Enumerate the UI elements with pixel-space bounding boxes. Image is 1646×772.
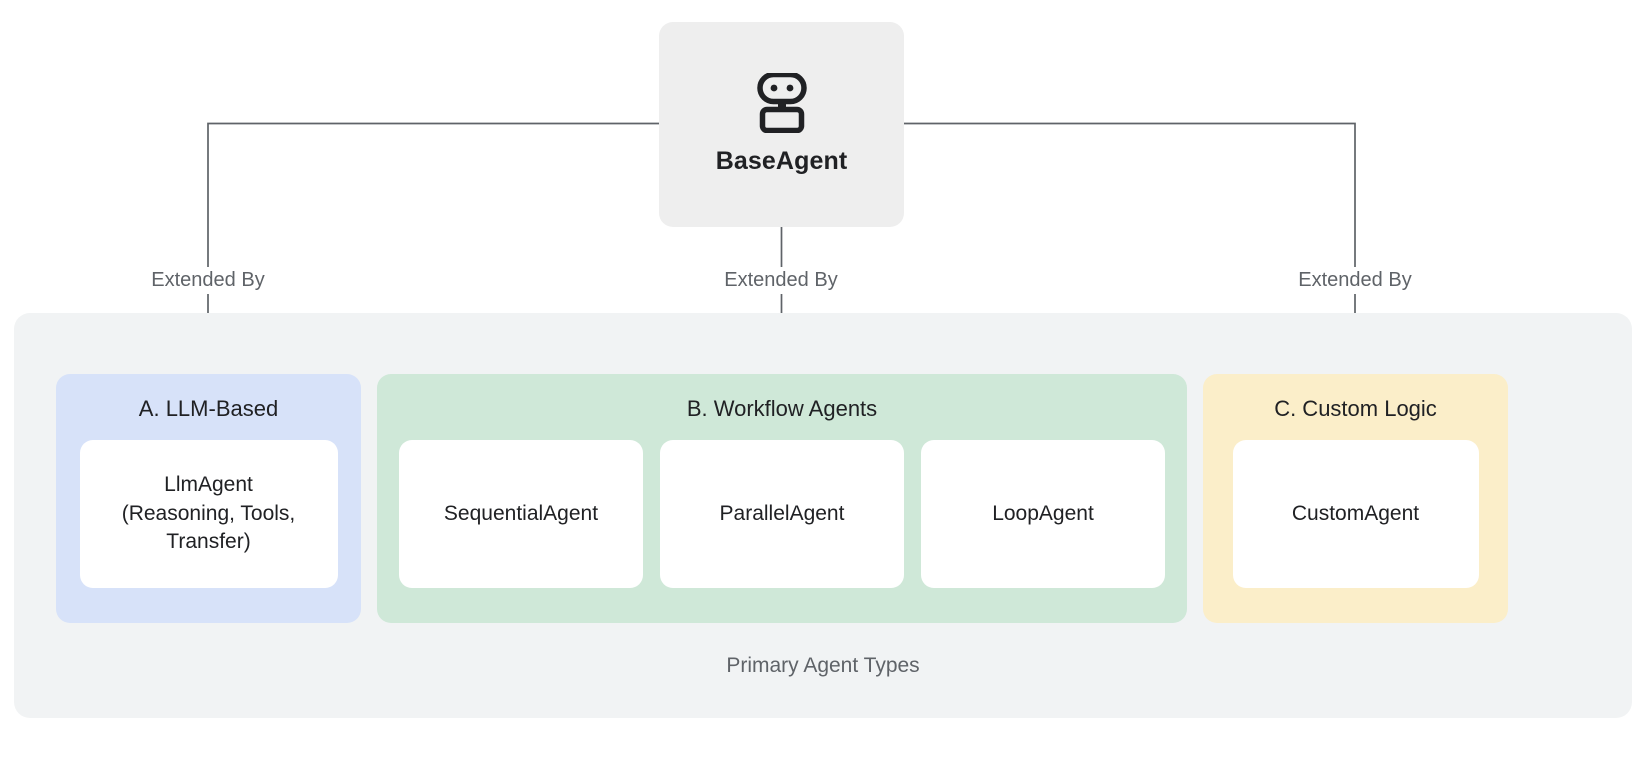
card-loop-agent[interactable]: LoopAgent bbox=[921, 440, 1165, 588]
robot-icon bbox=[756, 73, 807, 133]
panel-custom-logic-cards: CustomAgent bbox=[1203, 440, 1508, 612]
panel-workflow-agents-cards: SequentialAgent ParallelAgent LoopAgent bbox=[377, 440, 1187, 612]
panel-workflow-agents-title: B. Workflow Agents bbox=[686, 396, 878, 421]
card-custom-agent[interactable]: CustomAgent bbox=[1232, 440, 1479, 588]
panel-custom-logic-title: C. Custom Logic bbox=[1274, 396, 1437, 421]
panel-llm-based[interactable]: A. LLM-Based LlmAgent(Reasoning, Tools,T… bbox=[56, 374, 361, 623]
edge-label-custom: Extended By bbox=[1289, 267, 1421, 294]
card-parallel-agent[interactable]: ParallelAgent bbox=[660, 440, 904, 588]
edge-label-llm: Extended By bbox=[142, 267, 274, 294]
panel-workflow-agents[interactable]: B. Workflow Agents SequentialAgent Paral… bbox=[377, 374, 1187, 623]
panel-custom-logic[interactable]: C. Custom Logic CustomAgent bbox=[1203, 374, 1508, 623]
edge-label-workflow: Extended By bbox=[715, 267, 847, 294]
node-base-agent[interactable]: BaseAgent bbox=[659, 22, 904, 227]
group-caption: Primary Agent Types bbox=[726, 654, 920, 677]
panel-llm-based-cards: LlmAgent(Reasoning, Tools,Transfer) bbox=[56, 440, 361, 612]
panel-llm-based-title: A. LLM-Based bbox=[138, 396, 279, 421]
card-llm-agent[interactable]: LlmAgent(Reasoning, Tools,Transfer) bbox=[79, 440, 338, 588]
node-base-agent-label: BaseAgent bbox=[715, 147, 848, 175]
card-sequential-agent[interactable]: SequentialAgent bbox=[399, 440, 643, 588]
